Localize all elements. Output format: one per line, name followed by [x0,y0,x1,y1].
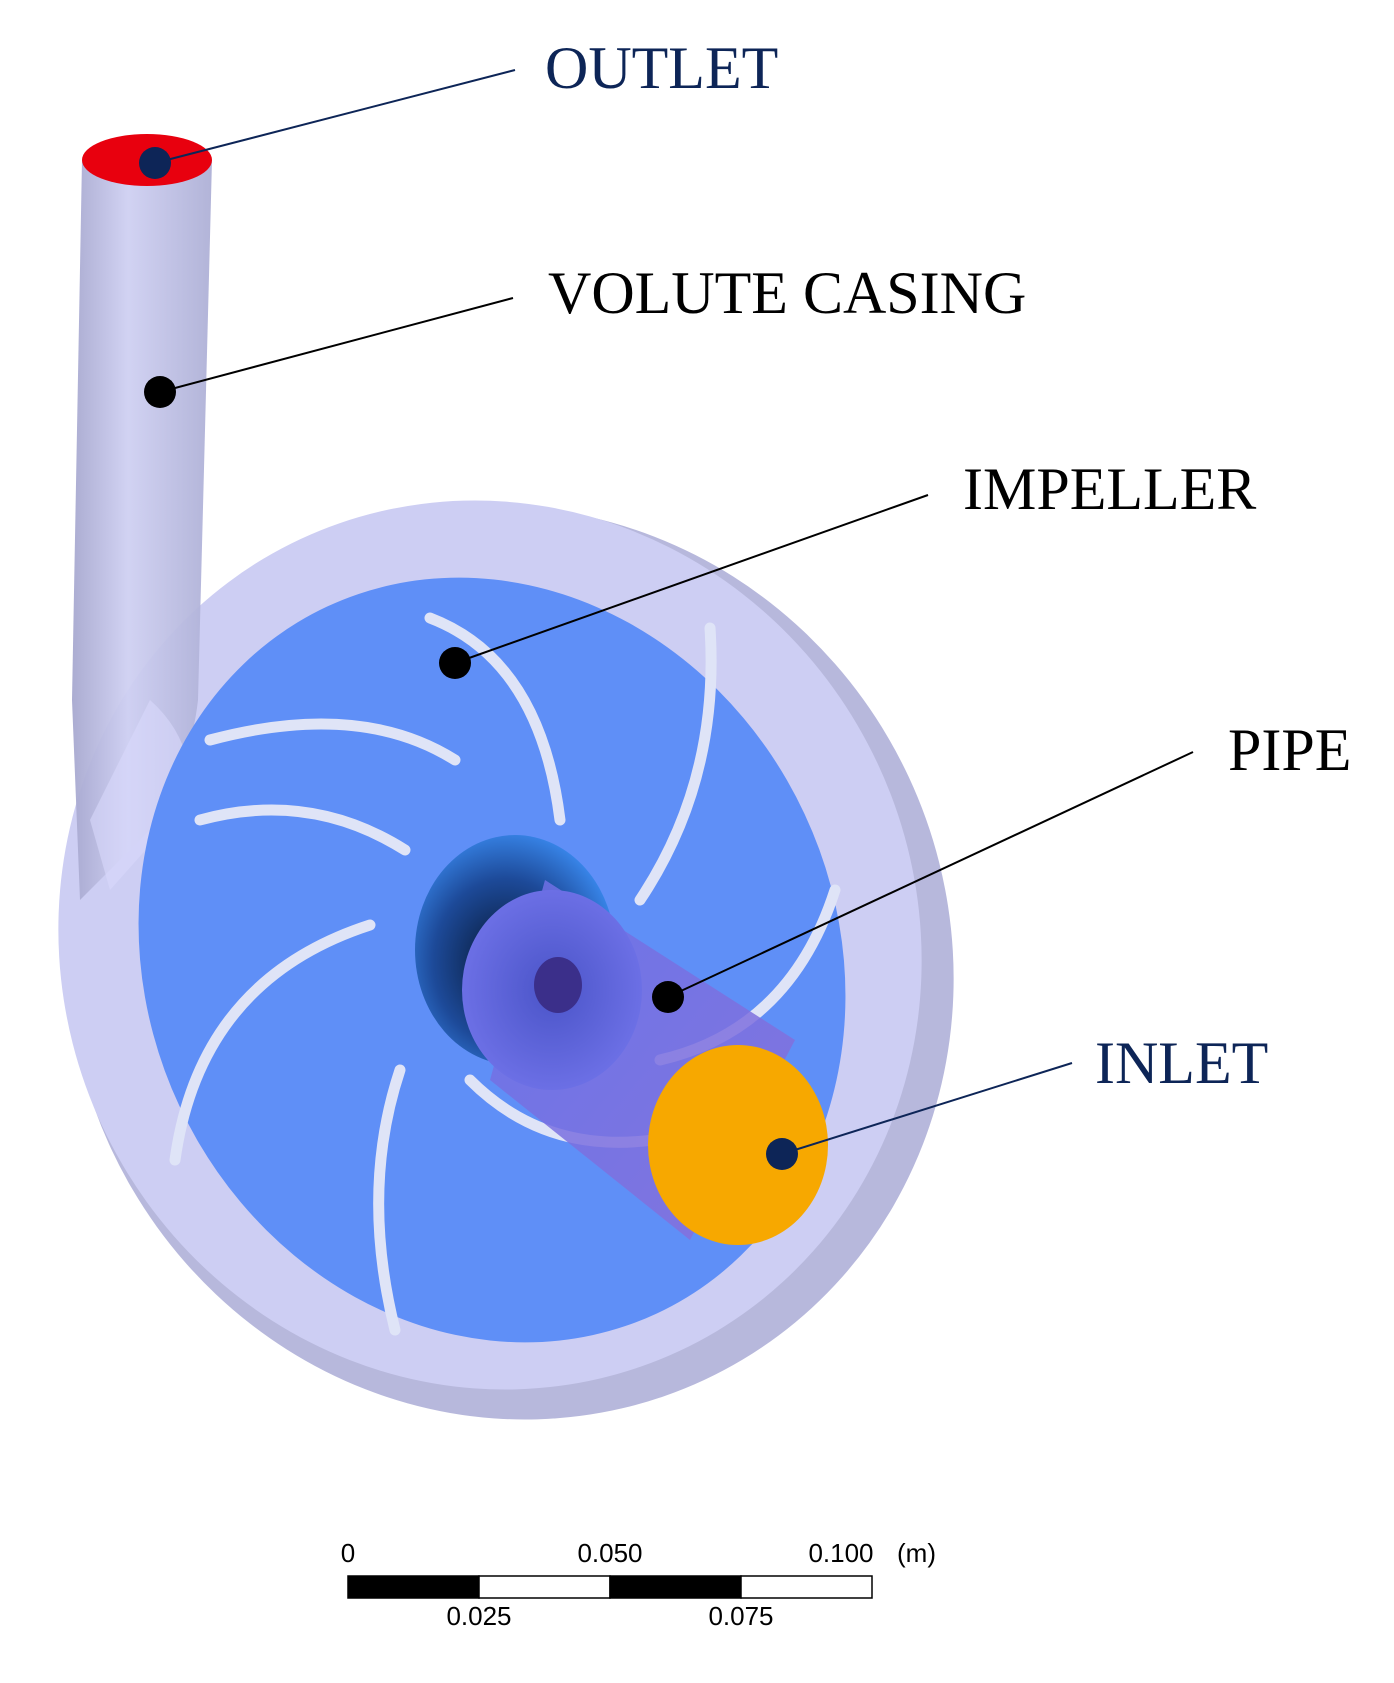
discharge-tube [72,160,212,900]
inlet-label: INLET [1095,1030,1268,1096]
blade [204,718,461,766]
scale-unit: (m) [897,1538,936,1568]
inlet-marker [766,1138,798,1170]
impeller-label: IMPELLER [963,456,1256,522]
scale-tick-0025: 0.025 [446,1601,511,1631]
outlet-label: OUTLET [545,35,778,101]
blade [424,612,566,826]
scale-segment [347,1575,480,1599]
scale-segment [609,1575,742,1599]
scale-tick-0050: 0.050 [577,1538,642,1568]
scale-segment [740,1575,873,1599]
casing-leader [159,297,514,393]
volute-casing-label: VOLUTE CASING [548,260,1026,326]
inlet-face [648,1045,828,1245]
outlet-marker [139,147,171,179]
blade [169,919,376,1166]
blade [194,804,411,856]
pipe-hole [534,957,582,1013]
scale-tick-0100: 0.100 [808,1538,873,1568]
scale-tick-0: 0 [341,1538,355,1568]
scale-tick-0075: 0.075 [708,1601,773,1631]
scale-segment [478,1575,611,1599]
scale-bar: 0 0.050 0.100 (m) 0.025 0.075 [341,1538,936,1631]
casing-marker [144,376,176,408]
inlet-leader [781,1062,1073,1155]
blade [634,622,717,906]
pipe-label: PIPE [1228,717,1351,783]
pipe-leader [667,751,1194,998]
pipe-marker [652,981,684,1013]
impeller-leader [454,494,929,664]
impeller-marker [439,647,471,679]
blade [373,1064,406,1336]
outlet-leader [154,69,516,164]
callouts [139,69,1194,1170]
tube-shade [90,700,191,890]
